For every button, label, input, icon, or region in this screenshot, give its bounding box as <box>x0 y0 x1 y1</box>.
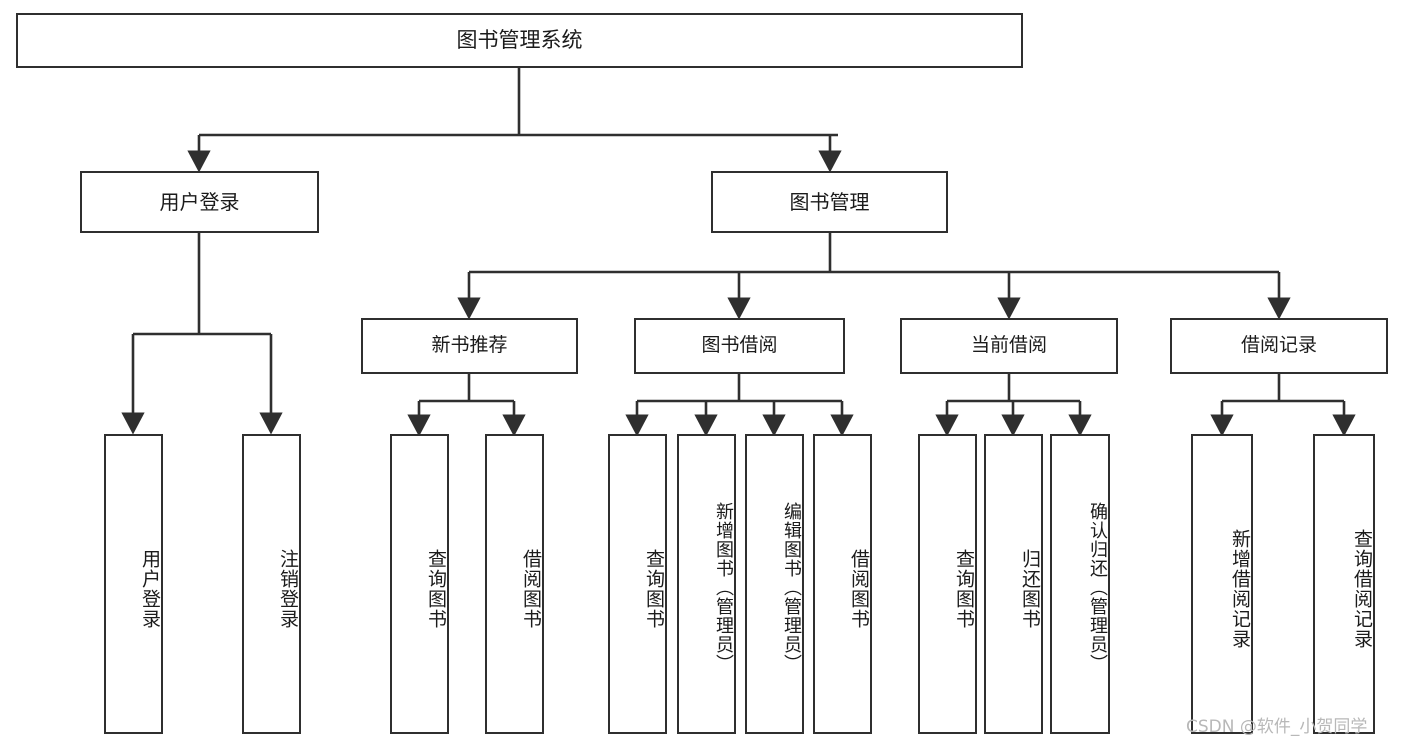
node-current-borrow[interactable]: 当前借阅 <box>900 318 1118 374</box>
leaf-add-book-admin-label: 新增图书（管理员） <box>713 501 734 673</box>
node-root-label: 图书管理系统 <box>456 28 583 53</box>
node-book-management-label: 图书管理 <box>789 189 870 214</box>
node-new-book-recommend-label: 新书推荐 <box>431 334 508 357</box>
leaf-confirm-return-admin-label: 确认归还（管理员） <box>1087 501 1108 673</box>
leaf-add-borrow-record-label: 新增借阅记录 <box>1229 529 1251 649</box>
leaf-add-borrow-record[interactable]: 新增借阅记录 <box>1191 434 1253 734</box>
leaf-edit-book-admin-label: 编辑图书（管理员） <box>781 501 802 673</box>
node-user-login[interactable]: 用户登录 <box>80 171 319 233</box>
node-new-book-recommend[interactable]: 新书推荐 <box>361 318 578 374</box>
leaf-query-book-new[interactable]: 查询图书 <box>390 434 449 734</box>
leaf-logout-label: 注销登录 <box>277 549 299 629</box>
node-book-borrow-label: 图书借阅 <box>701 334 778 357</box>
leaf-query-borrow-record[interactable]: 查询借阅记录 <box>1313 434 1375 734</box>
node-borrow-record[interactable]: 借阅记录 <box>1170 318 1388 374</box>
node-book-borrow[interactable]: 图书借阅 <box>634 318 845 374</box>
leaf-query-book-borrow[interactable]: 查询图书 <box>608 434 667 734</box>
watermark-label: CSDN @软件_小贺同学 <box>1186 717 1368 737</box>
leaf-borrow-book-borrow[interactable]: 借阅图书 <box>813 434 872 734</box>
node-root[interactable]: 图书管理系统 <box>16 13 1023 68</box>
leaf-borrow-book-new-label: 借阅图书 <box>520 549 542 629</box>
leaf-user-login-label: 用户登录 <box>139 549 161 629</box>
leaf-logout[interactable]: 注销登录 <box>242 434 301 734</box>
node-current-borrow-label: 当前借阅 <box>970 334 1047 357</box>
node-user-login-label: 用户登录 <box>159 189 240 214</box>
leaf-query-book-new-label: 查询图书 <box>425 549 447 629</box>
node-borrow-record-label: 借阅记录 <box>1240 334 1317 357</box>
leaf-borrow-book-new[interactable]: 借阅图书 <box>485 434 544 734</box>
leaf-query-book-current[interactable]: 查询图书 <box>918 434 977 734</box>
leaf-borrow-book-borrow-label: 借阅图书 <box>848 549 870 629</box>
leaf-edit-book-admin[interactable]: 编辑图书（管理员） <box>745 434 804 734</box>
leaf-return-book-label: 归还图书 <box>1019 549 1041 629</box>
leaf-query-book-borrow-label: 查询图书 <box>643 549 665 629</box>
leaf-confirm-return-admin[interactable]: 确认归还（管理员） <box>1050 434 1110 734</box>
leaf-return-book[interactable]: 归还图书 <box>984 434 1043 734</box>
node-book-management[interactable]: 图书管理 <box>711 171 948 233</box>
leaf-add-book-admin[interactable]: 新增图书（管理员） <box>677 434 736 734</box>
leaf-user-login[interactable]: 用户登录 <box>104 434 163 734</box>
leaf-query-borrow-record-label: 查询借阅记录 <box>1351 529 1373 649</box>
leaf-query-book-current-label: 查询图书 <box>953 549 975 629</box>
